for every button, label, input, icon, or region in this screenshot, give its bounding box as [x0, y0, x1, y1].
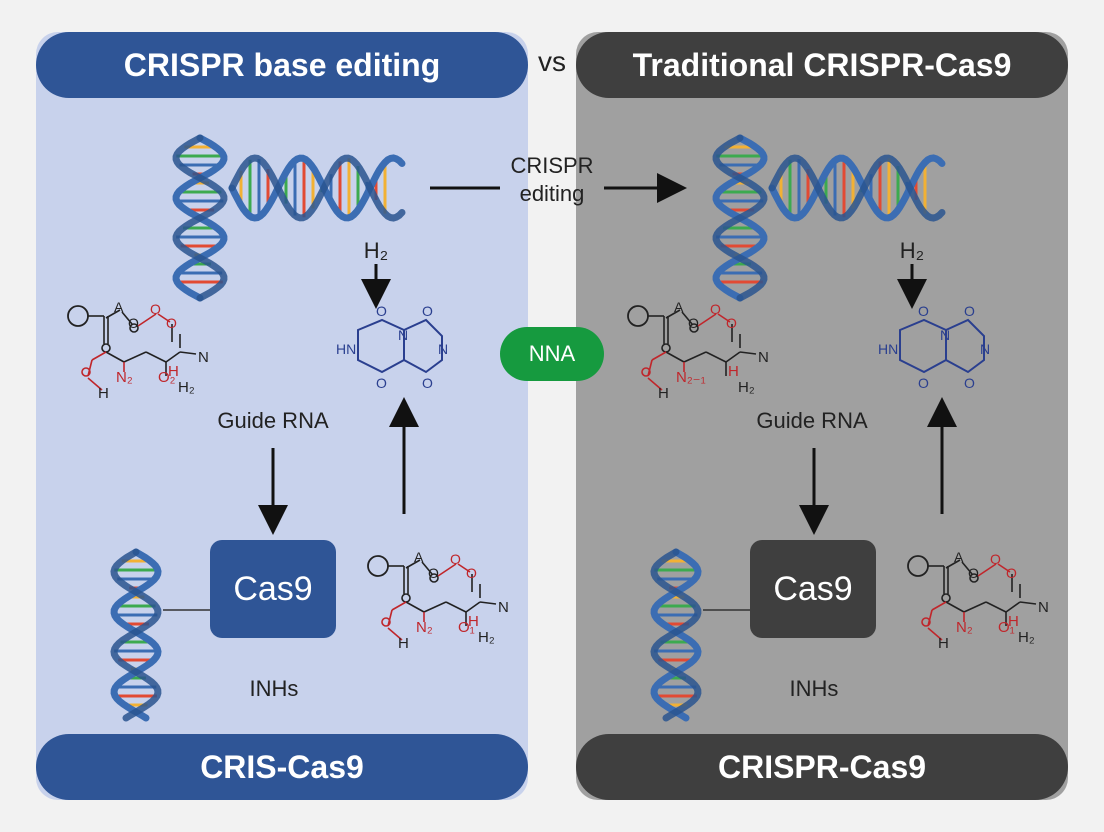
- crispr-editing-line1: CRISPR: [510, 153, 594, 178]
- right-footer-banner: CRISPR-Cas9: [576, 734, 1068, 800]
- right-h2-label: H₂: [899, 238, 925, 263]
- right-guide-rna-label: Guide RNA: [756, 408, 868, 433]
- left-cas9-box: Cas9: [210, 540, 336, 638]
- right-cas9-box: Cas9: [750, 540, 876, 638]
- left-title-banner: CRISPR base editing: [36, 32, 528, 98]
- nna-badge: NNA: [500, 327, 604, 381]
- right-title-banner: Traditional CRISPR-Cas9: [576, 32, 1068, 98]
- right-inhs-label: INHs: [789, 676, 839, 701]
- left-inhs-label: INHs: [249, 676, 299, 701]
- left-guide-rna-label: Guide RNA: [217, 408, 329, 433]
- left-footer-banner: CRIS-Cas9: [36, 734, 528, 800]
- left-h2-label: H₂: [363, 238, 389, 263]
- crispr-editing-label: CRISPR editing: [500, 152, 604, 208]
- crispr-editing-line2: editing: [519, 181, 585, 206]
- vs-label: vs: [538, 46, 566, 77]
